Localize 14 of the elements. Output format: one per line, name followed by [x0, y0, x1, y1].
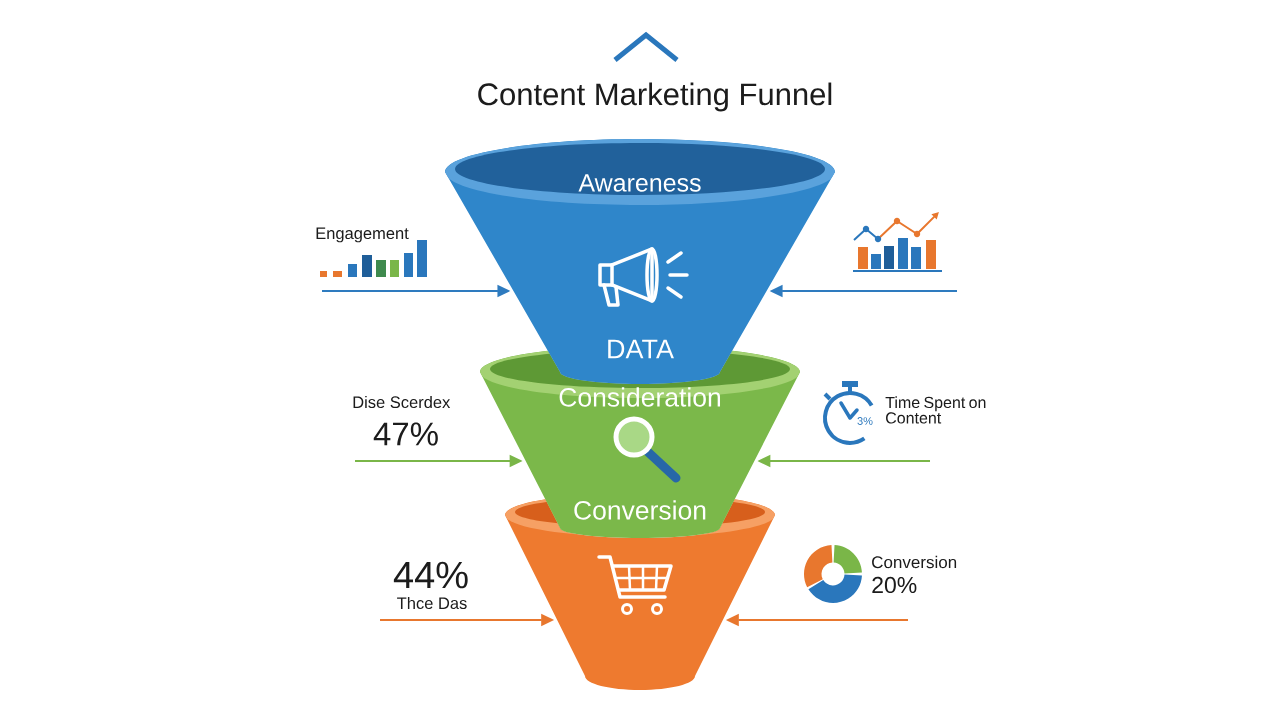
stat-label: Dise Scerdex	[353, 395, 451, 409]
stat-value: 20%	[872, 576, 917, 594]
stage-label: Awareness	[578, 174, 701, 192]
stage-label: DATA	[608, 339, 674, 359]
stat-label: Engagement	[316, 227, 409, 243]
title: Content Marketing Funnel	[478, 82, 832, 112]
stage-label: Conversion	[574, 500, 706, 520]
stat-label: Time Spent on Content	[885, 396, 986, 424]
stat-label: Conversion	[872, 555, 957, 569]
stat-value: 47%	[373, 422, 438, 446]
stage-label: Consideration	[559, 387, 720, 407]
stat-label: Thce Das	[397, 596, 467, 610]
stat-value: 44%	[393, 561, 468, 589]
stat-value: 3%	[857, 417, 873, 425]
